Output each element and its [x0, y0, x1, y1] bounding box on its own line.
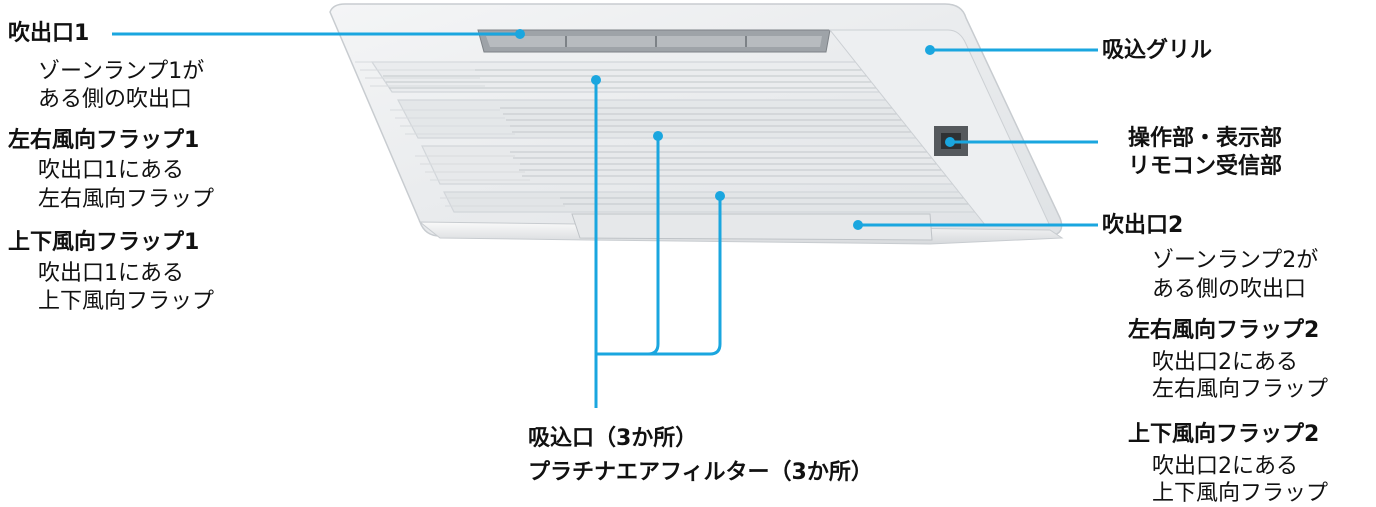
lr-flap1-desc-line2: 左右風向フラップ: [38, 187, 215, 212]
ud-flap1-desc-line2: 上下風向フラップ: [38, 289, 215, 314]
lr-flap2-desc-line2: 左右風向フラップ: [1152, 377, 1329, 402]
ud-flap2-desc-line1: 吹出口2にある: [1152, 454, 1298, 479]
outlet1-desc-line2: ある側の吹出口: [38, 87, 193, 112]
outlet2-desc-line1: ゾーンランプ2が: [1152, 248, 1319, 273]
control-title-line2: リモコン受信部: [1128, 154, 1283, 179]
lr-flap2-desc-line1: 吹出口2にある: [1152, 350, 1298, 375]
outlet2-desc-line2: ある側の吹出口: [1152, 277, 1307, 302]
control-title-line1: 操作部・表示部: [1128, 126, 1283, 151]
leader-dots: [515, 29, 955, 230]
outlet2-title: 吹出口2: [1102, 213, 1184, 238]
lr-flap1-title: 左右風向フラップ1: [8, 128, 200, 153]
grille-title: 吸込グリル: [1102, 38, 1213, 63]
ud-flap2-desc-line2: 上下風向フラップ: [1152, 481, 1329, 506]
filter-label: プラチナエアフィルター（3か所）: [528, 460, 873, 485]
intake-label: 吸込口（3か所）: [528, 426, 698, 451]
lr-flap2-title: 左右風向フラップ2: [1128, 318, 1320, 343]
side-louvers: [355, 61, 565, 207]
leader-intake: [594, 80, 722, 408]
outlet1-title: 吹出口1: [8, 21, 90, 46]
ud-flap1-title: 上下風向フラップ1: [8, 230, 200, 255]
ud-flap2-title: 上下風向フラップ2: [1128, 422, 1320, 447]
outlet-1-slot: [477, 29, 831, 53]
lr-flap1-desc-line1: 吹出口1にある: [38, 158, 184, 183]
ud-flap1-desc-line1: 吹出口1にある: [38, 261, 184, 286]
outlet1-desc-line1: ゾーンランプ1が: [38, 59, 205, 84]
leader-lines: [112, 32, 1098, 408]
panel-bands: [370, 61, 1002, 213]
